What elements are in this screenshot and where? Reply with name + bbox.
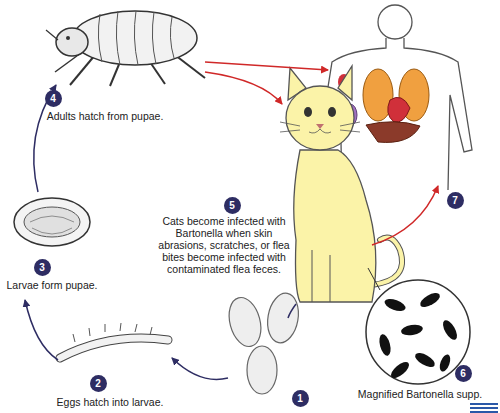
cat-drawing-part	[316, 124, 324, 129]
flea-eggs	[224, 291, 302, 394]
cat-drawing-part	[372, 238, 402, 285]
flea-eggs-part	[264, 291, 302, 345]
cat-drawing-part	[294, 150, 376, 302]
callout-number: 6	[455, 365, 472, 382]
flea-drawing-part	[175, 55, 205, 78]
larva-drawing	[60, 323, 168, 358]
magnified-bacteria-part	[418, 290, 442, 310]
flea-eggs-part	[247, 346, 277, 394]
flea-drawing-part	[98, 11, 174, 65]
magnified-bacteria-part	[377, 333, 392, 357]
cat-drawing-part	[372, 238, 402, 285]
magnified-bacteria-part	[413, 350, 437, 370]
callout-number: 1	[292, 390, 309, 407]
human-figure-part	[388, 97, 410, 122]
callout-number: 3	[34, 259, 51, 276]
logo-stripes-part	[470, 407, 498, 409]
flea-eggs-part	[224, 294, 266, 350]
cycle-arrows-part	[205, 62, 328, 70]
stage-label: Adults hatch from pupae.	[40, 110, 170, 122]
larva-drawing-part	[60, 338, 168, 358]
human-figure-part	[378, 5, 412, 39]
cycle-arrows-part	[288, 304, 296, 318]
magnified-bacteria-part	[383, 297, 407, 314]
magnified-bacteria-part	[368, 268, 380, 290]
larva-drawing-part	[73, 323, 152, 342]
cat-drawing-part	[328, 107, 336, 117]
magnified-bacteria-part	[366, 280, 470, 384]
flea-drawing	[46, 11, 205, 86]
magnified-bacteria-part	[388, 359, 411, 381]
cat-drawing	[280, 66, 402, 302]
cat-drawing-part	[280, 122, 360, 133]
magnified-bacteria-part	[438, 353, 453, 373]
logo-stripes-part	[470, 403, 498, 405]
callout-number: 7	[447, 192, 464, 209]
logo-stripes	[470, 403, 498, 413]
cycle-arrows	[25, 62, 438, 379]
magnified-bacteria-part	[400, 323, 423, 337]
flea-drawing-part	[110, 62, 120, 86]
cycle-arrows-part	[172, 358, 228, 379]
flea-drawing-part	[66, 36, 70, 40]
human-figure-part	[366, 122, 420, 143]
stage-label: Larvae form pupae.	[0, 279, 104, 291]
pupa-drawing-part	[14, 198, 90, 246]
larva-drawing-part	[60, 338, 168, 358]
callout-number: 2	[90, 375, 107, 392]
logo-stripes-part	[470, 411, 498, 413]
pupa-drawing	[14, 198, 90, 246]
cycle-arrows-part	[372, 186, 438, 245]
flea-drawing-part	[73, 11, 197, 65]
stage-label: Magnified Bartonella supp.	[345, 388, 495, 400]
stage-label: Cats become infected with Bartonella whe…	[158, 215, 290, 275]
cat-drawing-part	[286, 86, 354, 150]
pupa-drawing-part	[24, 207, 80, 237]
magnified-bacteria-part	[440, 318, 460, 342]
magnified-bacteria	[366, 268, 470, 384]
pupa-drawing-part	[30, 216, 74, 234]
cat-drawing-part	[304, 107, 312, 117]
flea-drawing-part	[56, 28, 88, 56]
cycle-arrows-part	[205, 72, 282, 104]
stage-label: Eggs hatch into larvae.	[40, 396, 180, 408]
cycle-arrows-part	[25, 300, 58, 360]
callout-number: 4	[45, 90, 62, 107]
callout-number: 5	[224, 197, 241, 214]
flea-drawing-part	[70, 55, 95, 85]
cat-drawing-part	[312, 250, 330, 302]
flea-drawing-part	[46, 30, 58, 40]
flea-drawing-part	[150, 62, 165, 84]
